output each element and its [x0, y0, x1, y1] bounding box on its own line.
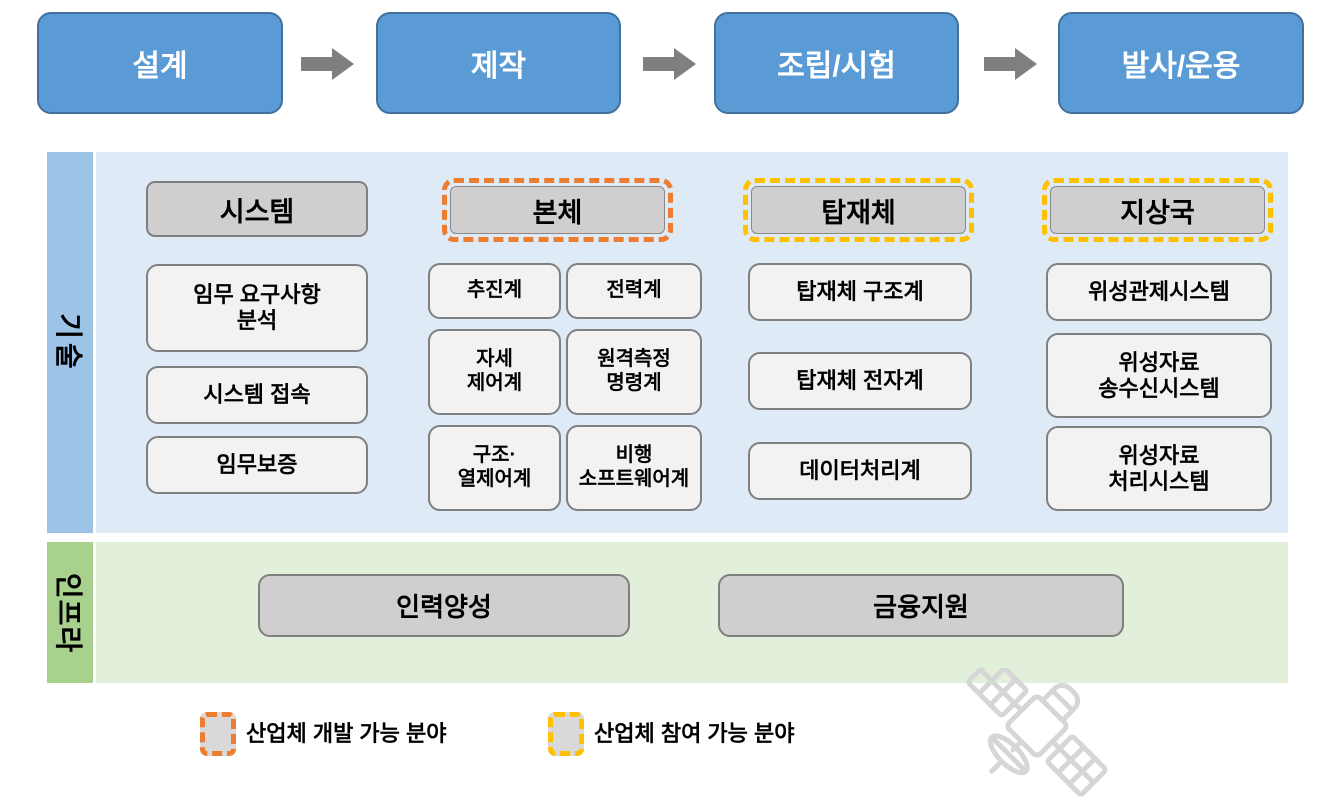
tech-item-mission-requirements: 임무 요구사항 분석: [146, 264, 368, 352]
tech-item-attitude-control: 자세 제어계: [428, 329, 561, 415]
tech-item-flight-software: 비행 소프트웨어계: [566, 425, 702, 511]
tech-item-satellite-data-transceiver-system: 위성자료 송수신시스템: [1046, 333, 1272, 418]
tech-item-power: 전력계: [566, 263, 702, 319]
technology-side-strip: 기술: [47, 152, 96, 533]
tech-item-system-interface: 시스템 접속: [146, 366, 368, 424]
column-header-label: 탑재체: [821, 197, 896, 228]
legend-yellow-dashed-swatch-icon: [548, 712, 584, 756]
tech-item-mission-assurance: 임무보증: [146, 436, 368, 494]
infrastructure-side-strip: 인프라: [47, 542, 96, 683]
stage-label: 조립/시험: [777, 50, 896, 83]
infra-item-financial-support: 금융지원: [718, 574, 1124, 637]
stage-box-design: 설계: [37, 12, 283, 114]
flow-arrow-icon: [643, 46, 697, 87]
infra-item-workforce-development: 인력양성: [258, 574, 630, 637]
legend-label-industry-development: 산업체 개발 가능 분야: [246, 721, 447, 746]
column-header-label: 시스템: [219, 196, 295, 227]
tech-item-structure-thermal: 구조· 열제어계: [428, 425, 561, 511]
stage-label: 제작: [470, 50, 527, 83]
column-header-bus-inner: 본체: [450, 186, 665, 234]
satellite-icon: [945, 655, 1130, 800]
tech-item-satellite-data-processing-system: 위성자료 처리시스템: [1046, 426, 1272, 511]
stage-box-assembly-test: 조립/시험: [714, 12, 959, 114]
legend-orange-dashed-swatch-icon: [200, 712, 236, 756]
flow-arrow-icon: [301, 46, 355, 87]
legend-label-industry-participation: 산업체 참여 가능 분야: [594, 721, 795, 746]
column-header-system: 시스템: [146, 181, 368, 237]
stage-box-manufacturing: 제작: [376, 12, 621, 114]
column-header-bus: 본체: [442, 178, 673, 242]
column-header-ground-station: 지상국: [1042, 178, 1273, 242]
tech-item-data-processing: 데이터처리계: [748, 442, 972, 500]
tech-item-payload-structure: 탑재체 구조계: [748, 263, 972, 321]
technology-side-label: 기술: [53, 312, 84, 373]
column-header-payload-inner: 탑재체: [751, 186, 966, 234]
column-header-label: 본체: [532, 197, 583, 228]
tech-item-propulsion: 추진계: [428, 263, 561, 319]
infrastructure-side-label: 인프라: [53, 572, 84, 653]
stage-box-launch-operation: 발사/운용: [1058, 12, 1304, 114]
stage-label: 설계: [132, 50, 188, 83]
stage-label: 발사/운용: [1121, 50, 1241, 83]
flow-arrow-icon: [984, 46, 1038, 87]
column-header-payload: 탑재체: [743, 178, 974, 242]
tech-item-satellite-control-system: 위성관제시스템: [1046, 263, 1272, 321]
column-header-ground-station-inner: 지상국: [1050, 186, 1265, 234]
tech-item-telemetry-command: 원격측정 명령계: [566, 329, 702, 415]
column-header-label: 지상국: [1120, 197, 1195, 228]
tech-item-payload-electronics: 탑재체 전자계: [748, 352, 972, 410]
